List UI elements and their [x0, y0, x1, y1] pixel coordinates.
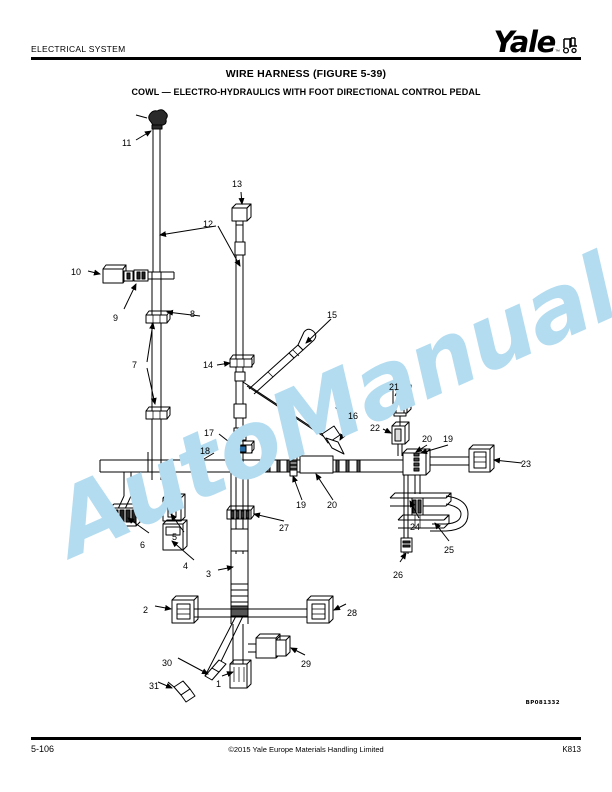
callout-25: 25 — [444, 545, 455, 555]
drawing-code: BP081332 — [525, 700, 560, 706]
callout-16: 16 — [348, 411, 359, 421]
trademark-symbol: ™ — [555, 49, 560, 55]
callout-29: 29 — [301, 659, 312, 669]
forklift-icon — [562, 37, 577, 54]
callout-31: 31 — [149, 681, 160, 691]
callout-11: 11 — [122, 138, 132, 148]
callout-2: 2 — [143, 605, 149, 615]
callout-10: 10 — [71, 267, 82, 277]
callout-18: 18 — [200, 446, 211, 456]
callout-19b: 19 — [443, 434, 454, 444]
callout-5: 5 — [172, 532, 178, 542]
callout-6: 6 — [140, 540, 146, 550]
callout-8: 8 — [190, 309, 196, 319]
yale-logo: Yale ™ — [493, 25, 581, 59]
page-header: ELECTRICAL SYSTEM Yale ™ — [0, 0, 612, 72]
callout-14: 14 — [203, 360, 214, 370]
callout-21: 21 — [389, 382, 400, 392]
section-label: ELECTRICAL SYSTEM — [31, 44, 126, 54]
callout-26: 26 — [393, 570, 404, 580]
copyright-notice: ©2015 Yale Europe Materials Handling Lim… — [228, 745, 384, 754]
footer-rule — [31, 737, 581, 740]
callout-19: 19 — [296, 500, 307, 510]
callout-15: 15 — [327, 310, 338, 320]
figure-title-block: WIRE HARNESS (FIGURE 5-39) COWL — ELECTR… — [0, 68, 612, 97]
callout-1: 1 — [216, 679, 222, 689]
page-number: 5-106 — [31, 744, 55, 754]
document-code: K813 — [562, 745, 581, 754]
callout-3: 3 — [206, 569, 212, 579]
wire-harness-diagram — [0, 104, 612, 704]
figure-subtitle: COWL — ELECTRO-HYDRAULICS WITH FOOT DIRE… — [131, 87, 481, 97]
figure-title: WIRE HARNESS (FIGURE 5-39) — [225, 68, 387, 80]
callout-20: 20 — [327, 500, 338, 510]
callout-9: 9 — [113, 313, 119, 323]
callout-4: 4 — [183, 561, 189, 571]
callout-28: 28 — [347, 608, 358, 618]
callout-30: 30 — [162, 658, 173, 668]
page-footer: 5-106 ©2015 Yale Europe Materials Handli… — [31, 742, 581, 760]
callout-7: 7 — [132, 360, 138, 370]
header-rule — [31, 57, 581, 60]
callout-20b: 20 — [422, 434, 433, 444]
callout-22: 22 — [370, 423, 381, 433]
callout-12: 12 — [203, 219, 214, 229]
yale-wordmark: Yale — [493, 25, 556, 59]
callout-27: 27 — [279, 523, 290, 533]
callout-13: 13 — [232, 179, 243, 189]
callout-17: 17 — [204, 428, 215, 438]
callout-24: 24 — [410, 522, 421, 532]
callout-23: 23 — [521, 459, 532, 469]
